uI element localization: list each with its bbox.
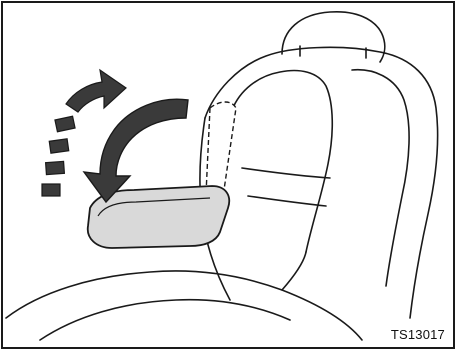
armrest-stowed-outline <box>206 102 236 197</box>
figure-code-label: TS13017 <box>391 327 445 342</box>
seat-cushion-outline <box>6 271 362 340</box>
lower-arrow-icon <box>84 99 188 202</box>
seat-back-bolster-right <box>352 70 409 286</box>
seat-cushion-inner <box>40 300 290 340</box>
headrest-outline <box>282 12 385 62</box>
seat-cushion-side <box>282 252 306 290</box>
seat-back-bolster-left <box>232 71 332 252</box>
seat-back-seam <box>242 168 330 206</box>
